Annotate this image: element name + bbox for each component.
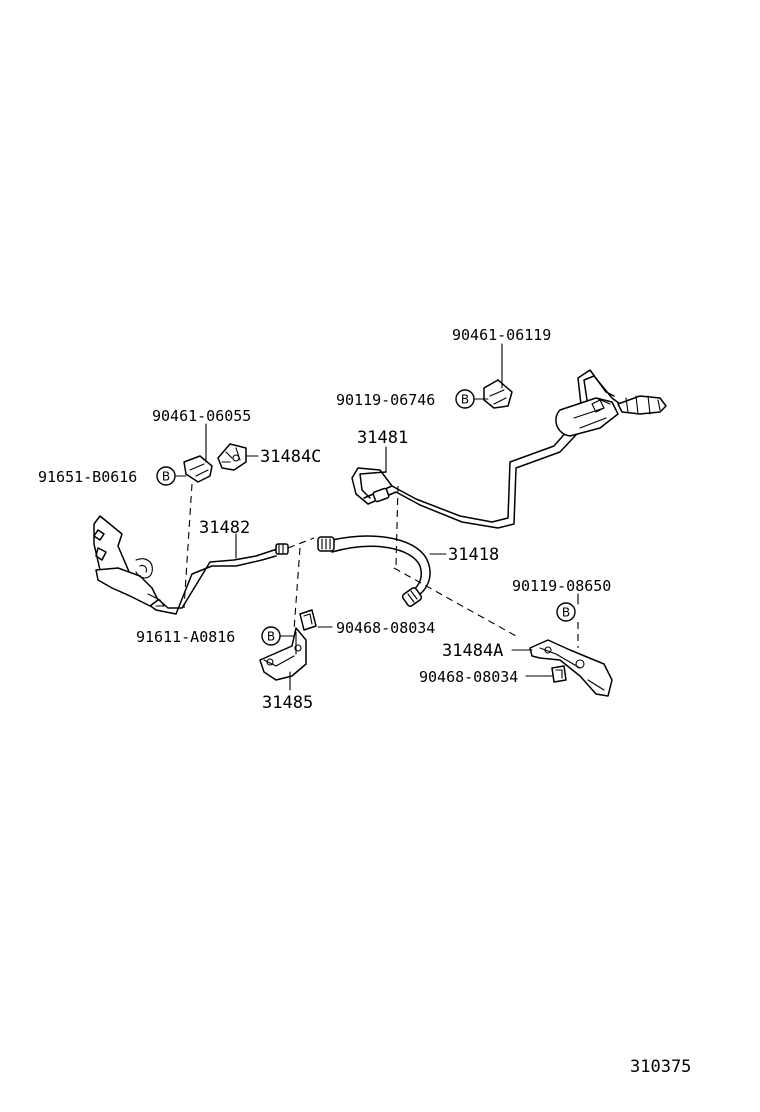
- b-marker-letter: B: [461, 393, 469, 407]
- label-91651-B0616: 91651-B0616: [38, 468, 137, 486]
- label-90461-06119: 90461-06119: [452, 326, 551, 344]
- label-31482: 31482: [199, 518, 250, 538]
- label-90119-08650: 90119-08650: [512, 577, 611, 595]
- clamp-90461-06119: [483, 379, 513, 409]
- alignment-lines: [183, 483, 579, 648]
- label-31481: 31481: [357, 428, 408, 448]
- bracket-31484A: [529, 639, 613, 697]
- label-31484C: 31484C: [260, 447, 321, 467]
- clip-90468-08034-center: [299, 609, 317, 631]
- leader-lines: [175, 343, 579, 691]
- label-90461-06055: 90461-06055: [152, 407, 251, 425]
- clamp-90461-06055: [183, 455, 213, 483]
- clamp-31484C: [217, 443, 247, 471]
- b-marker-letter: B: [162, 470, 170, 484]
- label-31484A: 31484A: [442, 641, 503, 661]
- label-90468-08034-right: 90468-08034: [419, 668, 518, 686]
- pipe-31482: [93, 515, 289, 615]
- b-marker-91651-B0616: B: [156, 466, 176, 486]
- b-marker-90119-08650: B: [556, 602, 576, 622]
- bracket-31485: [259, 627, 307, 681]
- b-marker-91611-A0816: B: [261, 626, 281, 646]
- label-31418: 31418: [448, 545, 499, 565]
- label-90468-08034-center: 90468-08034: [336, 619, 435, 637]
- hose-31418: [317, 535, 431, 607]
- b-marker-letter: B: [267, 630, 275, 644]
- b-marker-letter: B: [562, 606, 570, 620]
- label-91611-A0816: 91611-A0816: [136, 628, 235, 646]
- figure-number: 310375: [630, 1057, 691, 1077]
- label-31485: 31485: [262, 693, 313, 713]
- label-90119-06746: 90119-06746: [336, 391, 435, 409]
- clip-90468-08034-right: [551, 665, 567, 683]
- pipe-31481: [351, 369, 667, 529]
- b-marker-90119-06746: B: [455, 389, 475, 409]
